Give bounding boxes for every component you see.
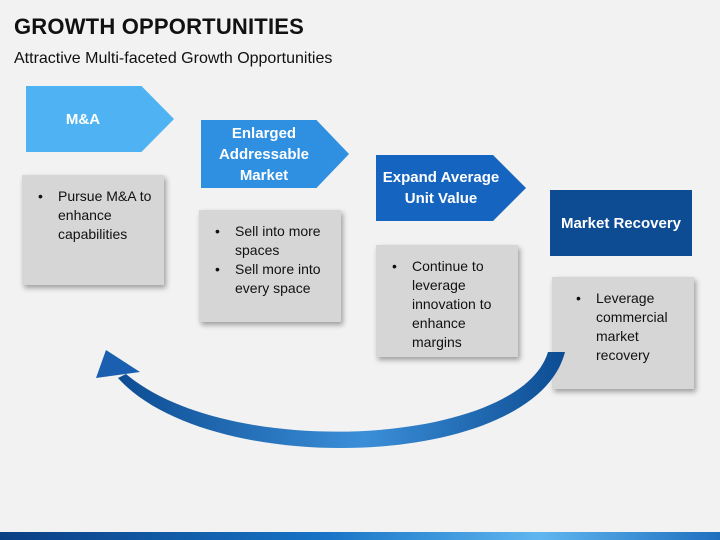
stage-arrow-market-recovery: Market Recovery xyxy=(550,190,692,256)
bullet-item: Sell more into every space xyxy=(215,260,331,298)
bullet-list: Leverage commercial market recovery xyxy=(570,289,684,365)
bullet-list: Continue to leverage innovation to enhan… xyxy=(386,257,508,352)
stage-label-line: M&A xyxy=(65,110,101,128)
stage-label-line: Addressable xyxy=(218,145,310,163)
stage-card-market-recovery: Leverage commercial market recovery xyxy=(552,277,694,389)
stage-card-enlarged-market: Sell into more spaces Sell more into eve… xyxy=(199,210,341,322)
stage-label-line: Enlarged xyxy=(231,124,297,142)
stage-arrow-ma: M&A xyxy=(26,86,174,152)
stage-label-line: Market xyxy=(239,166,289,184)
bullet-item: Continue to leverage innovation to enhan… xyxy=(392,257,508,352)
bullet-list: Pursue M&A to enhance capabilities xyxy=(32,187,154,244)
stage-label-line: Market Recovery xyxy=(560,214,682,232)
curve-arrowhead xyxy=(96,350,140,378)
bullet-item: Sell into more spaces xyxy=(215,222,331,260)
stage-label-line: Expand Average xyxy=(382,169,500,186)
page-title: GROWTH OPPORTUNITIES xyxy=(14,14,304,39)
stage-arrow-enlarged-market: Enlarged Addressable Market xyxy=(201,120,349,188)
bullet-item: Pursue M&A to enhance capabilities xyxy=(38,187,154,244)
stage-arrow-expand-value: Expand Average Unit Value xyxy=(376,155,526,221)
stage-card-expand-value: Continue to leverage innovation to enhan… xyxy=(376,245,518,357)
page-subtitle: Attractive Multi-faceted Growth Opportun… xyxy=(14,50,333,67)
bottom-accent-bar xyxy=(0,532,720,540)
stage-card-ma: Pursue M&A to enhance capabilities xyxy=(22,175,164,285)
bullet-item: Leverage commercial market recovery xyxy=(576,289,684,365)
bullet-list: Sell into more spaces Sell more into eve… xyxy=(209,222,331,298)
curve-body xyxy=(118,352,565,449)
stage-label-line: Unit Value xyxy=(404,190,478,207)
